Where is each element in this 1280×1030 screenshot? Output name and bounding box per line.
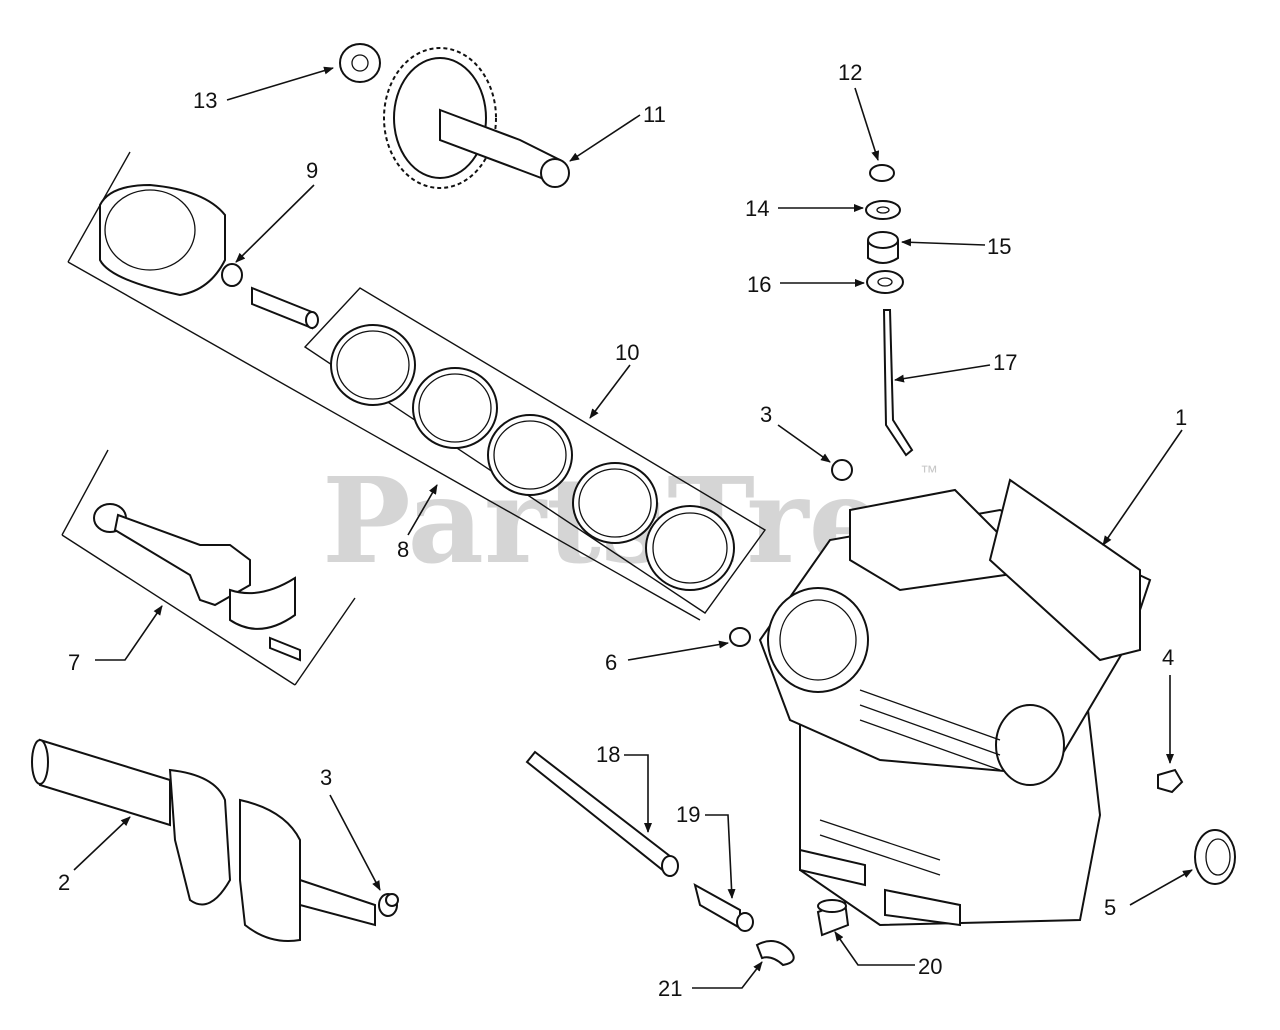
callout-5: 5 xyxy=(1104,895,1116,920)
part-14-washer xyxy=(865,200,901,220)
part-19-fitting xyxy=(693,883,754,932)
callout-7: 7 xyxy=(68,650,80,675)
part-20-fitting xyxy=(816,899,850,937)
callout-15: 15 xyxy=(987,234,1011,259)
part-10-ring-set xyxy=(303,287,767,614)
part-4-nut xyxy=(1157,768,1184,794)
piston-group xyxy=(67,151,701,621)
part-15-bushing xyxy=(867,231,899,264)
part-21-clamp xyxy=(755,940,795,967)
callout-13: 13 xyxy=(193,88,217,113)
part-6-plug xyxy=(729,627,751,647)
part-2-crankshaft xyxy=(31,738,398,942)
part-1-crankcase xyxy=(758,478,1152,927)
piston-pin xyxy=(251,286,313,330)
part-3-plug-upper xyxy=(831,459,853,481)
part-13-washer xyxy=(339,43,381,83)
callout-3-lower: 3 xyxy=(320,765,332,790)
part-7-connecting-rod xyxy=(61,449,356,686)
part-11-camshaft xyxy=(383,47,570,189)
callout-17: 17 xyxy=(993,350,1017,375)
part-12-cap xyxy=(869,164,895,182)
part-18-tube xyxy=(525,750,679,877)
callout-6: 6 xyxy=(605,650,617,675)
callout-20: 20 xyxy=(918,954,942,979)
callout-12: 12 xyxy=(838,60,862,85)
callout-1: 1 xyxy=(1175,405,1187,430)
part-5-seal xyxy=(1194,829,1236,885)
part-16-washer xyxy=(866,270,904,294)
part-3-plug-lower xyxy=(385,893,399,907)
callout-21: 21 xyxy=(658,976,682,1001)
callout-18: 18 xyxy=(596,742,620,767)
callout-8: 8 xyxy=(397,537,409,562)
callout-14: 14 xyxy=(745,196,769,221)
callout-labels: 1 2 3 3 4 5 6 7 8 9 10 11 12 13 14 15 16… xyxy=(58,60,1187,1001)
leader-lines xyxy=(73,66,1193,989)
callout-10: 10 xyxy=(615,340,639,365)
part-9-clip xyxy=(221,263,243,287)
callout-4: 4 xyxy=(1162,645,1174,670)
watermark-trademark: ™ xyxy=(920,462,938,482)
callout-2: 2 xyxy=(58,870,70,895)
part-17-dipstick xyxy=(882,309,914,457)
callout-19: 19 xyxy=(676,802,700,827)
callout-11: 11 xyxy=(643,102,666,127)
callout-3-upper: 3 xyxy=(760,402,772,427)
callout-16: 16 xyxy=(747,272,771,297)
callout-9: 9 xyxy=(306,158,318,183)
